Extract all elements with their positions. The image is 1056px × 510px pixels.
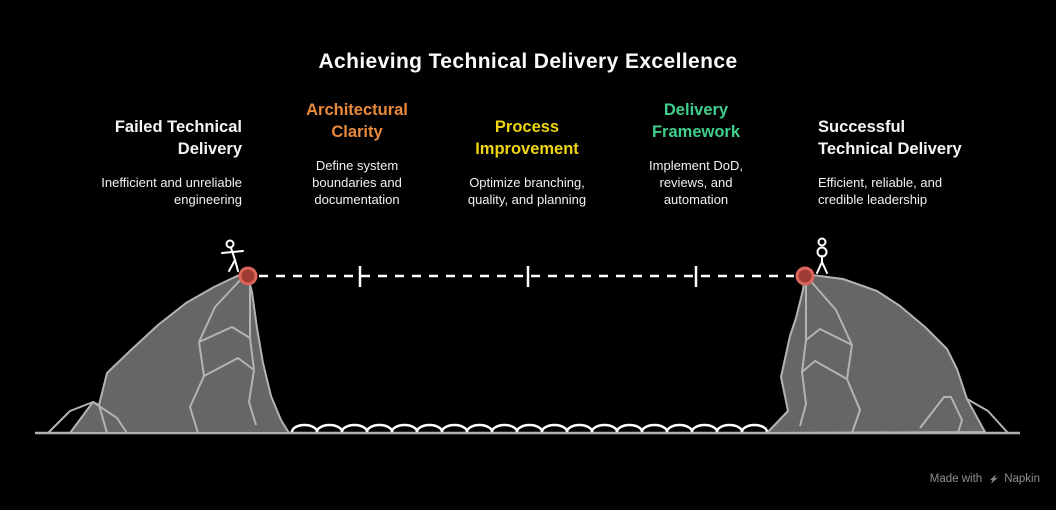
stage-description: Efficient, reliable, and credible leader… <box>818 175 943 207</box>
stage-heading: Delivery Framework <box>651 101 741 141</box>
right-cliff <box>766 273 1009 434</box>
watermark-brand: Napkin <box>1004 473 1040 485</box>
left-cliff-facets <box>47 275 257 434</box>
left-cliff <box>47 272 290 434</box>
cliffs-scene <box>35 237 1020 435</box>
walker-figure <box>221 239 244 272</box>
napkin-logo-icon <box>989 474 999 484</box>
watermark-prefix: Made with <box>929 473 983 485</box>
stage-process-improvement: Process Improvement Optimize branching, … <box>437 116 617 208</box>
stage-heading: Architectural Clarity <box>306 101 408 141</box>
stage-description: Implement DoD, reviews, and automation <box>649 158 743 207</box>
stage-description: Optimize branching, quality, and plannin… <box>467 175 587 207</box>
stage-successful-technical-delivery: Successful Technical Delivery Efficient,… <box>818 116 1010 208</box>
celebrating-figure <box>816 237 828 274</box>
stage-description: Define system boundaries and documentati… <box>312 158 402 207</box>
page-title: Achieving Technical Delivery Excellence <box>318 50 738 73</box>
stage-heading: Successful Technical Delivery <box>818 118 962 158</box>
stage-architectural-clarity: Architectural Clarity Define system boun… <box>277 99 437 208</box>
stage-heading: Failed Technical Delivery <box>114 118 242 158</box>
water-line <box>290 423 769 433</box>
watermark: Made with Napkin <box>930 473 1040 485</box>
stage-heading: Process Improvement <box>475 118 579 158</box>
stage-delivery-framework: Delivery Framework Implement DoD, review… <box>616 99 776 208</box>
stage-description: Inefficient and unreliable engineering <box>101 175 242 207</box>
stage-failed-technical-delivery: Failed Technical Delivery Inefficient an… <box>50 116 242 208</box>
right-anchor-dot <box>795 266 815 286</box>
left-anchor-dot <box>238 266 258 286</box>
right-cliff-facets <box>799 277 1009 434</box>
